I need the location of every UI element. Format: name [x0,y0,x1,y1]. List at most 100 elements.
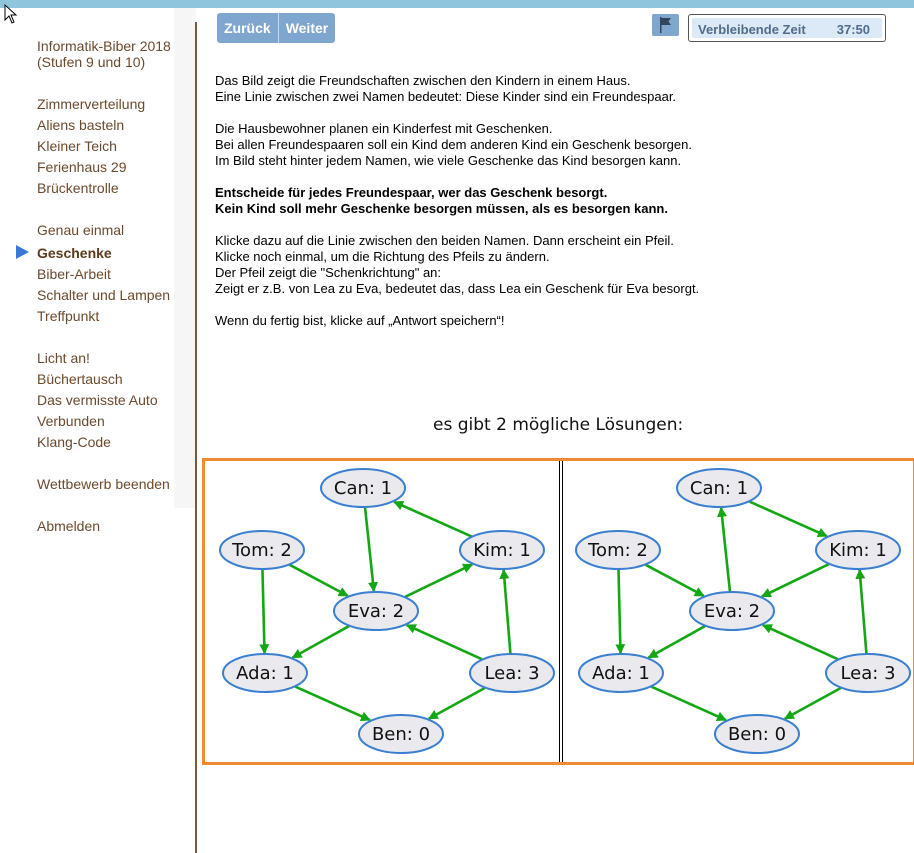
node-label: Lea: 3 [484,663,539,684]
node-ellipse [469,653,555,693]
sidebar-item-verbunden[interactable]: Verbunden [37,413,105,429]
node-label: Can: 1 [690,478,748,499]
gift-arrow-can-to-eva [363,507,378,593]
node-ellipse [676,468,762,508]
gift-arrow-eva-to-kim [404,563,474,599]
gift-arrow-eva-to-ada [291,624,350,659]
remaining-time-panel: Verbleibende Zeit 37:50 [692,18,882,38]
sidebar-item-treffpunkt[interactable]: Treffpunkt [37,308,100,324]
sidebar-item-genau-einmal[interactable]: Genau einmal [37,222,125,238]
navigation-buttons: Zurück Weiter [217,13,336,43]
remaining-time-label: Verbleibende Zeit [698,22,806,37]
node-label: Tom: 2 [587,540,648,561]
task-text: Wenn du fertig bist, klicke auf „Antwort… [215,313,505,328]
node-tom: Tom: 2 [219,530,305,570]
node-ellipse [714,714,800,754]
task-description: Das Bild zeigt die Freundschaften zwisch… [215,73,895,345]
gift-arrow-lea-to-ben [427,686,486,720]
node-ellipse [459,530,545,570]
sidebar-item-geschenke[interactable]: Geschenke [37,245,112,261]
task-text: Die Hausbewohner planen ein Kinderfest m… [215,121,553,136]
sidebar-item-abmelden[interactable]: Abmelden [37,518,101,534]
task-text: Klicke noch einmal, um die Richtung des … [215,249,550,264]
sidebar-item-das-vermisste-auto[interactable]: Das vermisste Auto [37,392,158,408]
gift-arrow-eva-to-can [717,506,732,592]
node-lea: Lea: 3 [469,653,555,693]
node-ellipse [358,714,444,754]
node-can: Can: 1 [320,468,406,508]
gift-arrow-lea-to-eva [405,623,483,661]
task-text: Klicke dazu auf die Linie zwischen den b… [215,233,674,248]
node-kim: Kim: 1 [459,530,545,570]
node-label: Ada: 1 [592,663,650,684]
node-label: Kim: 1 [829,540,887,561]
node-label: Eva: 2 [704,601,760,622]
task-text: Der Pfeil zeigt die "Schenkrichtung" an: [215,265,442,280]
task-text: Kein Kind soll mehr Geschenke besorgen m… [215,201,668,216]
sidebar-gap [174,8,196,508]
sidebar-item-ferienhaus-29[interactable]: Ferienhaus 29 [37,159,127,175]
gift-arrow-ada-to-ben [294,685,371,722]
node-ellipse [815,530,901,570]
window-top-border [0,0,914,8]
sidebar-item-biber-arbeit[interactable]: Biber-Arbeit [37,266,111,282]
sidebar-item-zimmerverteilung[interactable]: Zimmerverteilung [37,96,146,112]
task-paragraph-2: Die Hausbewohner planen ein Kinderfest m… [215,121,895,169]
flag-icon [660,17,671,33]
node-eva: Eva: 2 [333,591,419,631]
node-ben: Ben: 0 [714,714,800,754]
sidebar-item-licht-an[interactable]: Licht an! [37,350,90,366]
task-instruction: Entscheide für jedes Freundespaar, wer d… [215,185,895,217]
sidebar-item-wettbewerb-beenden[interactable]: Wettbewerb beenden [37,476,170,492]
sidebar-item-klang-code[interactable]: Klang-Code [37,434,111,450]
solution-graph-2: Can: 1 Tom: 2 Kim: 1 Eva: 2 Ada: 1 Lea: 3 Ben:… [575,468,911,754]
task-text: Eine Linie zwischen zwei Namen bedeutet:… [215,89,677,104]
task-text: Das Bild zeigt die Freundschaften zwisch… [215,73,631,88]
sidebar-title[interactable]: Informatik-Biber 2018 (Stufen 9 und 10) [37,38,171,70]
node-label: Can: 1 [334,478,392,499]
node-can: Can: 1 [676,468,762,508]
node-ellipse [578,653,664,693]
task-text: Entscheide für jedes Freundespaar, wer d… [215,185,608,200]
gift-arrow-can-to-kim [748,500,828,538]
content-divider-line [195,22,197,853]
remaining-time-box: Verbleibende Zeit 37:50 [688,14,886,42]
gift-arrow-ada-to-ben [650,685,727,722]
solutions-heading: es gibt 2 mögliche Lösungen: [433,415,684,435]
task-text: Zeigt er z.B. von Lea zu Eva, bedeutet d… [215,281,700,296]
next-button[interactable]: Weiter [277,13,336,43]
task-text: Bei allen Freundespaaren soll ein Kind d… [215,137,692,152]
solutions-frame: Can: 1 Tom: 2 Kim: 1 Eva: 2 Ada: 1 Lea: 3 Ben:… [202,458,914,765]
flag-button[interactable] [652,14,679,36]
node-lea: Lea: 3 [825,653,911,693]
node-ellipse [689,591,775,631]
node-ada: Ada: 1 [222,653,308,693]
node-ellipse [320,468,406,508]
sidebar-item-kleiner-teich[interactable]: Kleiner Teich [37,138,117,154]
gift-arrow-lea-to-kim [855,568,868,654]
node-tom: Tom: 2 [575,530,661,570]
gift-arrow-lea-to-kim [499,568,512,654]
node-label: Kim: 1 [473,540,531,561]
sidebar-item-schalter-und-lampen[interactable]: Schalter und Lampen [37,287,171,303]
task-paragraph-4: Klicke dazu auf die Linie zwischen den b… [215,233,895,297]
task-paragraph-5: Wenn du fertig bist, klicke auf „Antwort… [215,313,895,329]
back-button[interactable]: Zurück [217,13,278,43]
sidebar-item-aliens-basteln[interactable]: Aliens basteln [37,117,125,133]
solutions-divider [559,461,563,762]
node-ellipse [825,653,911,693]
gift-arrow-eva-to-ada [647,624,706,659]
gift-arrow-lea-to-ben [783,686,842,720]
solution-graph-1: Can: 1 Tom: 2 Kim: 1 Eva: 2 Ada: 1 Lea: 3 Ben:… [219,468,555,754]
sidebar-item-brueckentrolle[interactable]: Brückentrolle [37,180,119,196]
gift-arrow-tom-to-eva [289,563,349,598]
node-ellipse [219,530,305,570]
sidebar-item-buechertausch[interactable]: Büchertausch [37,371,123,387]
active-item-arrow-icon [16,245,29,259]
node-ada: Ada: 1 [578,653,664,693]
remaining-time-value: 37:50 [836,22,870,37]
gift-arrow-tom-to-ada [615,569,626,655]
node-ellipse [222,653,308,693]
gift-arrow-tom-to-ada [259,569,270,655]
node-ben: Ben: 0 [358,714,444,754]
